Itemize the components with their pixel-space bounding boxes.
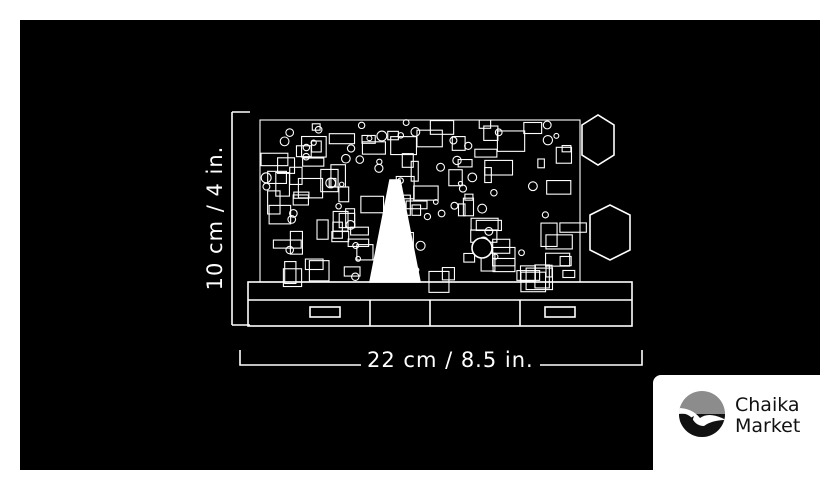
model-base [247,281,633,327]
height-label: 10 cm / 4 in. [203,139,227,297]
width-label: 22 cm / 8.5 in. [361,348,540,372]
logo-text-line2: Market [735,415,801,437]
logo-text-line1: Chaika [735,394,800,416]
product-dimension-diagram: 10 cm / 4 in. 22 cm / 8.5 in. [20,20,820,470]
model-line-drawing [231,111,643,366]
seagull-logo-icon [679,391,725,437]
chaika-market-logo: Chaika Market [653,375,840,490]
tower-shape [369,179,421,283]
